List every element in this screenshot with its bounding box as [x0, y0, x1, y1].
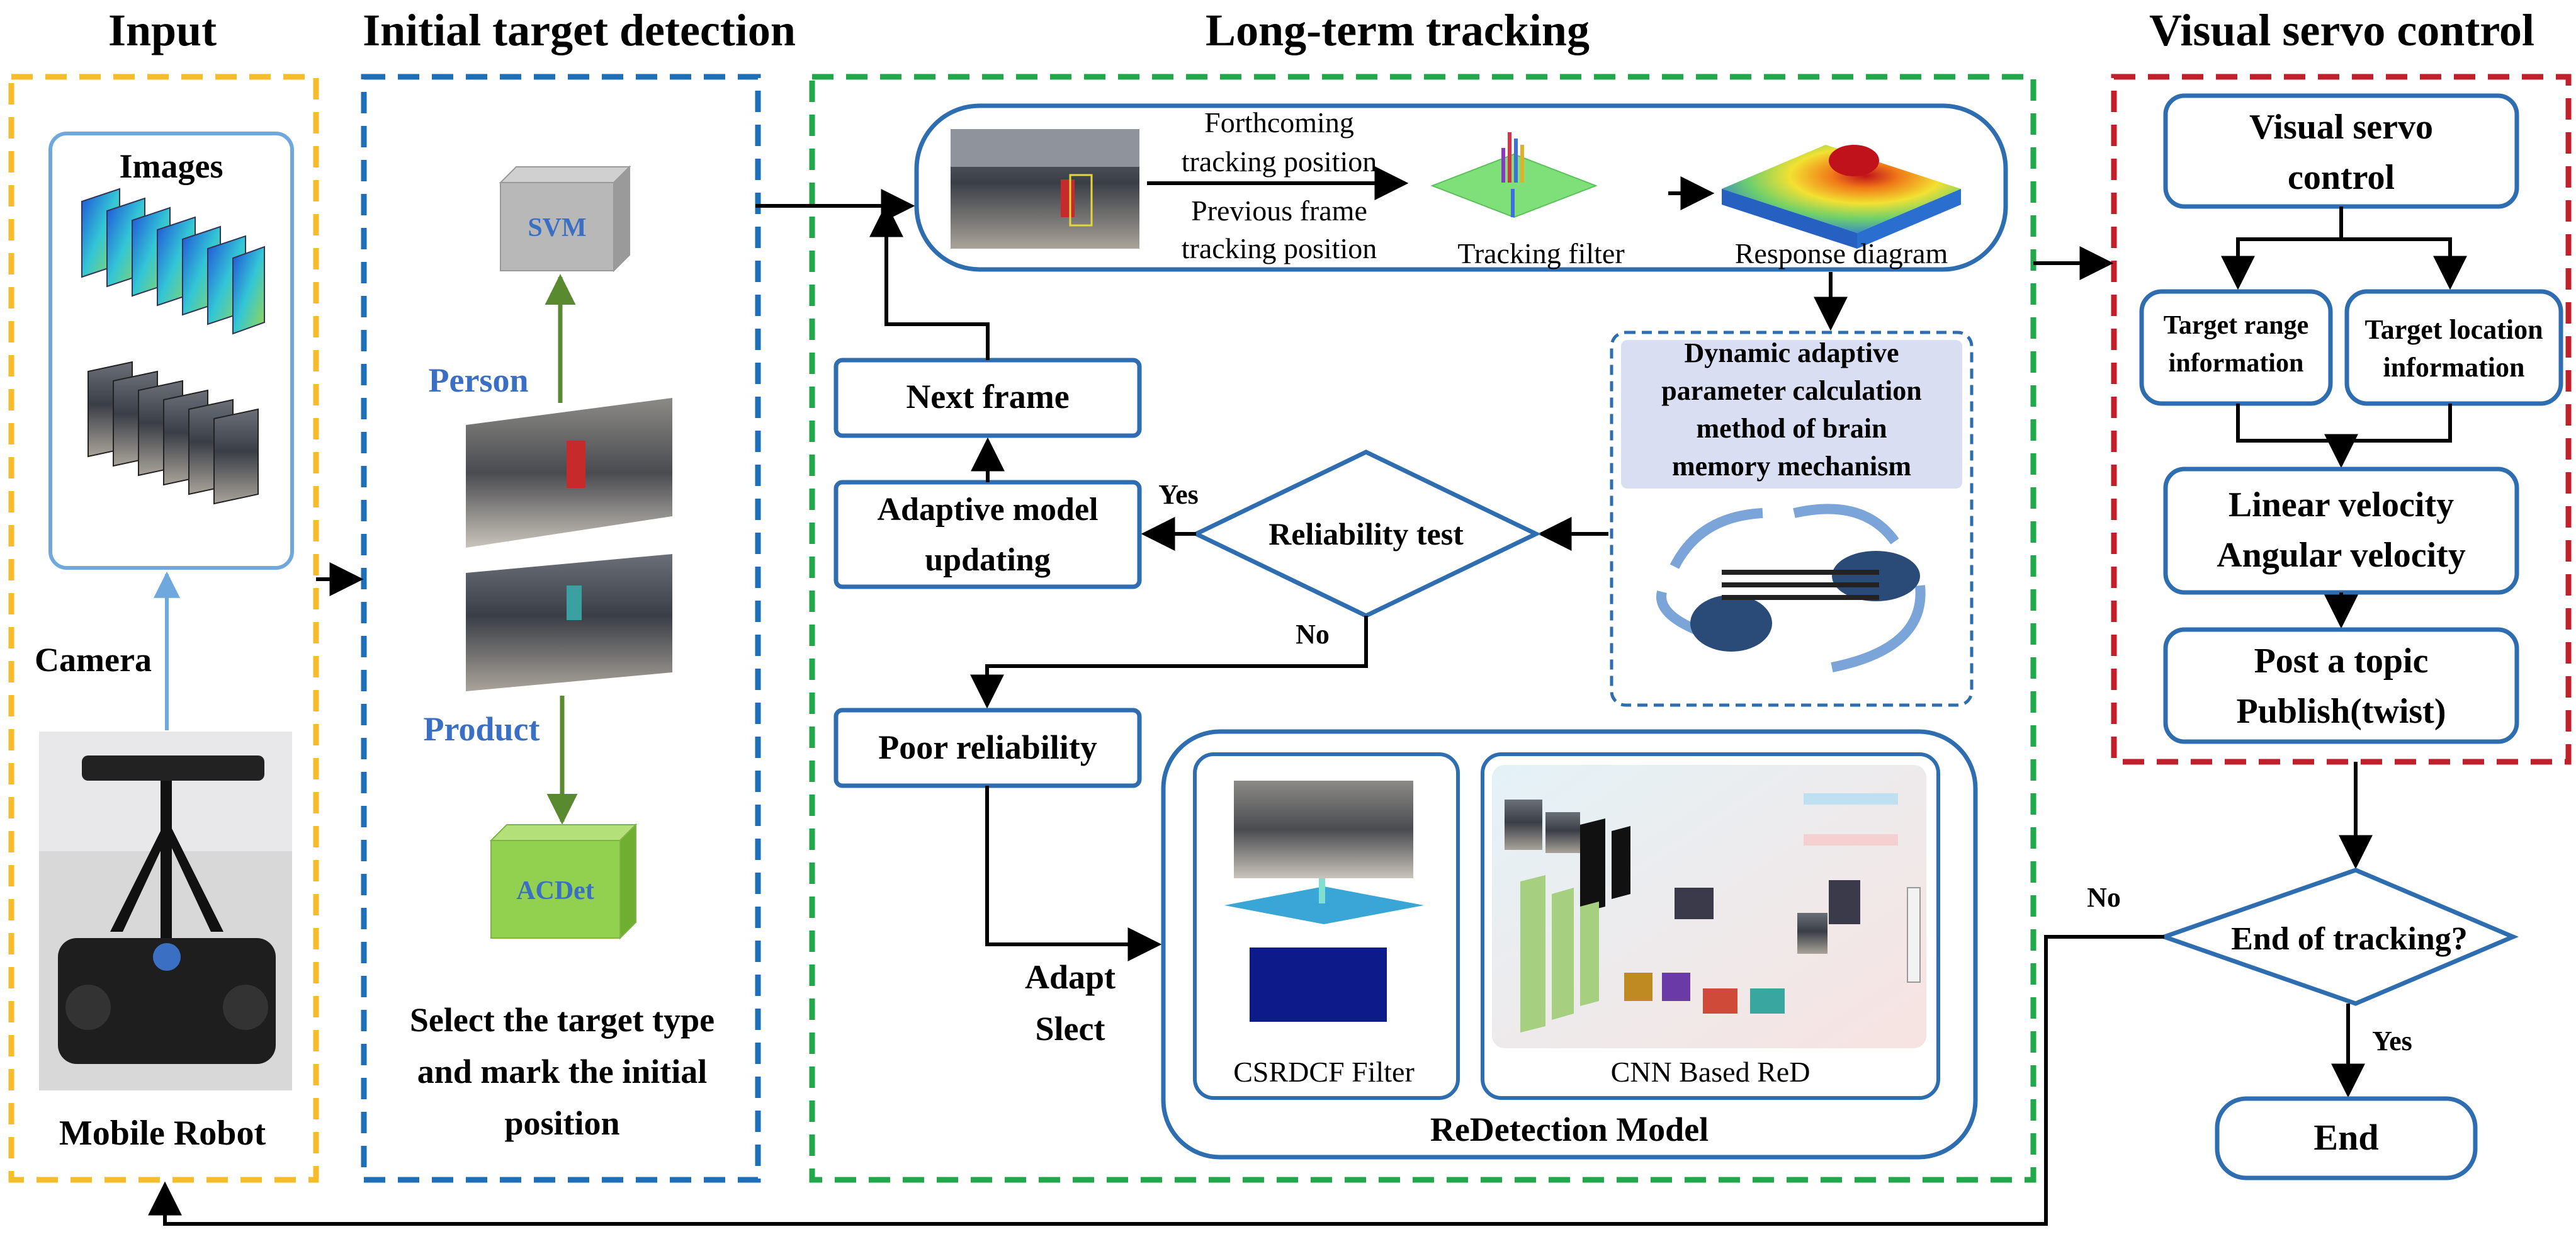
- cnn-network-graphic: [1492, 765, 1926, 1048]
- target-location-label-1: Target location: [2364, 314, 2543, 345]
- mobile-robot-photo: [39, 732, 292, 1090]
- person-label: Person: [429, 361, 529, 399]
- svg-text:memory mechanism: memory mechanism: [1672, 451, 1911, 482]
- csrdcf-filter-label: CSRDCF Filter: [1233, 1056, 1415, 1088]
- angular-velocity-label: Angular velocity: [2217, 536, 2466, 575]
- reliability-test-label: Reliability test: [1268, 516, 1464, 552]
- end-question-no-loop-arrow: [148, 935, 2164, 1226]
- target-range-label-1: Target range: [2164, 311, 2309, 340]
- frame-image-stack: [88, 361, 259, 505]
- svm-cube: [499, 165, 631, 273]
- redetection-model-label: ReDetection Model: [1430, 1111, 1709, 1148]
- images-box: [48, 132, 294, 570]
- reliability-yes-label: Yes: [1158, 479, 1199, 510]
- heatmap-image-stack: [81, 188, 265, 335]
- svg-text:position: position: [504, 1104, 619, 1142]
- section-title-initial-detection: Initial target detection: [363, 5, 796, 55]
- target-range-box: [2139, 289, 2333, 406]
- end-question-yes-label: Yes: [2372, 1026, 2412, 1056]
- svg-text:Select the target type: Select the target type: [410, 1001, 715, 1039]
- svg-text:method of brain: method of brain: [1696, 413, 1887, 444]
- next-frame-to-pipeline-arrow: [869, 203, 990, 360]
- visual-servo-control-label-1: Visual servo: [2249, 108, 2433, 147]
- images-label: Images: [120, 147, 223, 185]
- poor-reliability-label: Poor reliability: [878, 728, 1097, 766]
- input-section-border: [8, 74, 319, 1183]
- response-diagram-graphic: [1722, 145, 1961, 249]
- adaptive-model-label-1: Adaptive model: [878, 492, 1099, 528]
- visual-servo-control-label-2: control: [2288, 158, 2395, 197]
- csrdcf-filter-graphic: [1224, 781, 1424, 1022]
- previous-label-1: Previous frame: [1191, 195, 1367, 227]
- linear-velocity-label: Linear velocity: [2229, 485, 2454, 524]
- mobile-robot-label: Mobile Robot: [59, 1114, 266, 1153]
- slect-label: Slect: [1036, 1010, 1105, 1048]
- response-diagram-label: Response diagram: [1735, 237, 1948, 269]
- previous-label-2: tracking position: [1182, 232, 1377, 264]
- svg-text:Dynamic adaptive: Dynamic adaptive: [1685, 337, 1899, 368]
- target-location-box: [2344, 289, 2563, 406]
- target-range-label-2: information: [2169, 349, 2304, 378]
- publish-topic-box: [2163, 627, 2519, 744]
- svg-text:parameter calculation: parameter calculation: [1661, 375, 1921, 406]
- reliability-no-label: No: [1296, 619, 1330, 650]
- poor-to-redetection-arrow: [985, 786, 1162, 961]
- info-merge-lines: [2236, 404, 2452, 443]
- servo-split-lines: [2236, 237, 2452, 280]
- dynamic-adaptive-title-bg: [1621, 340, 1962, 489]
- reliability-no-arrow: [970, 616, 1368, 709]
- section-title-long-term-tracking: Long-term tracking: [1206, 5, 1590, 55]
- forthcoming-label-2: tracking position: [1182, 145, 1377, 178]
- next-frame-label: Next frame: [906, 378, 1069, 416]
- camera-label: Camera: [35, 641, 152, 679]
- product-detection-photo: [466, 554, 672, 691]
- target-location-label-2: information: [2383, 352, 2525, 383]
- end-question-no-label: No: [2087, 882, 2121, 913]
- end-label: End: [2313, 1117, 2378, 1158]
- adapt-label: Adapt: [1025, 958, 1116, 996]
- acdet-label: ACDet: [516, 876, 594, 905]
- tracking-filter-graphic: [1430, 132, 1598, 218]
- adaptive-model-label-2: updating: [925, 542, 1050, 578]
- section-title-input: Input: [108, 5, 217, 55]
- svg-text:and mark the initial: and mark the initial: [417, 1053, 708, 1090]
- person-detection-photo: [466, 398, 672, 548]
- dynamic-adaptive-title: Dynamic adaptive parameter calculation m…: [1661, 337, 1921, 482]
- acdet-cube: [489, 823, 638, 940]
- publish-twist-label: Publish(twist): [2237, 692, 2446, 731]
- end-box: [2215, 1096, 2478, 1180]
- detection-caption: Select the target type and mark the init…: [410, 1001, 715, 1142]
- svm-label: SVM: [528, 213, 586, 242]
- end-of-tracking-diamond: [2157, 868, 2519, 1006]
- cnn-red-label: CNN Based ReD: [1611, 1056, 1811, 1088]
- tracking-frame-photo: [951, 129, 1139, 249]
- servo-section-border: [2111, 74, 2572, 765]
- tracking-filter-label: Tracking filter: [1457, 237, 1624, 269]
- forthcoming-label-1: Forthcoming: [1204, 106, 1354, 139]
- end-of-tracking-label: End of tracking?: [2231, 921, 2468, 957]
- product-label: Product: [424, 710, 540, 748]
- post-topic-label: Post a topic: [2254, 642, 2429, 681]
- brain-memory-graphic: [1656, 504, 1926, 672]
- tracking-section-border: [809, 74, 2037, 1183]
- section-title-visual-servo: Visual servo control: [2149, 5, 2534, 55]
